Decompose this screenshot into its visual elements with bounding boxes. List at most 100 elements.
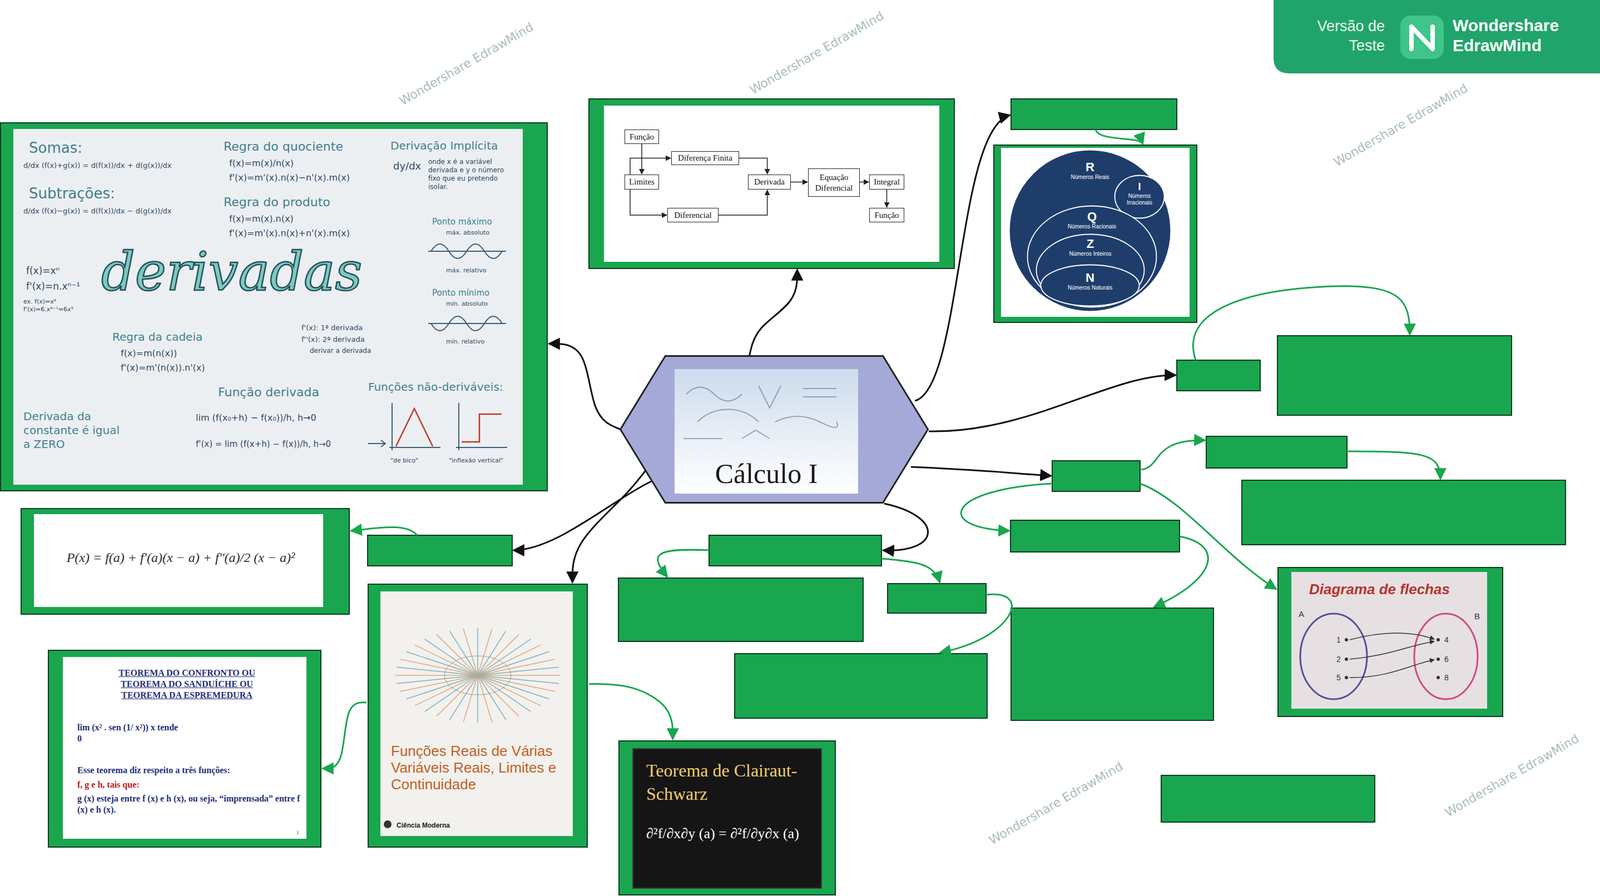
branch-line xyxy=(910,467,1052,477)
set-name: A xyxy=(1298,609,1305,621)
formula-text: f(x)=m(x).n(x) xyxy=(229,213,294,225)
topic-title: Cálculo I xyxy=(674,456,859,492)
math-scribble xyxy=(775,416,838,428)
set-name: Números Reais xyxy=(1071,174,1110,181)
image-ground xyxy=(62,657,307,840)
note-text: máx. relativo xyxy=(446,266,487,275)
branch-line xyxy=(928,375,1176,432)
set-name: B xyxy=(1474,611,1480,623)
watermark: Wondershare EdrawMind xyxy=(746,8,887,98)
branch-line xyxy=(1141,440,1206,470)
connector xyxy=(548,343,621,430)
process-box: Diferencial xyxy=(667,207,719,223)
book-title: Funções Reais de Várias Variáveis Reais,… xyxy=(390,743,564,794)
image-node: Teorema de Clairaut-Schwarz∂²f/∂x∂y (a) … xyxy=(618,740,836,896)
topic-box xyxy=(1277,335,1512,416)
process-box: Função xyxy=(869,207,905,223)
publisher-name: Ciência Moderna xyxy=(396,821,450,831)
set-ellipse: ZNúmeros InteirosNNúmeros Naturais xyxy=(1035,233,1146,307)
set-name: Números Naturais xyxy=(1067,284,1113,292)
math-scribble xyxy=(686,387,742,402)
axis-line xyxy=(428,251,507,324)
formula-text: f(x)=m(x)/n(x) xyxy=(229,157,294,170)
cover-graphic xyxy=(436,675,478,717)
connector xyxy=(588,684,673,741)
central-topic: Cálculo I xyxy=(619,355,929,504)
branch-line xyxy=(1346,451,1441,480)
set-name: Números Irracionais xyxy=(1118,192,1161,207)
set-ellipse xyxy=(1010,151,1171,311)
process-box: Integral xyxy=(869,174,905,190)
topic-box xyxy=(1052,461,1141,492)
topic-box xyxy=(1206,436,1347,469)
formula-text: P(x) = f(a) + f′(a)(x − a) + f″(a)/2 (x … xyxy=(36,549,326,567)
box-text: Diferencial xyxy=(674,210,712,221)
formula-text: f(x)=xⁿ xyxy=(26,265,60,277)
cover-graphic xyxy=(477,675,549,700)
formula-text: f'(x)=m'(x).n(x)+n'(x).m(x) xyxy=(229,228,350,240)
connector xyxy=(790,181,808,183)
branch-line xyxy=(939,594,1012,653)
trial-banner xyxy=(1273,0,1600,74)
element-dot xyxy=(1344,657,1349,662)
formula-text: lim (x² . sen (1/ x²)) x tende 0 xyxy=(77,722,181,745)
box-text: Derivada xyxy=(754,176,785,188)
cover-graphic xyxy=(400,675,478,692)
title-lettering: derivadas xyxy=(101,243,363,302)
math-scribble xyxy=(758,385,781,409)
element-dot xyxy=(1436,676,1440,680)
graph-curve xyxy=(431,316,503,331)
element-label: 4 xyxy=(1444,635,1449,646)
note-text: "de bico" xyxy=(390,457,419,465)
formula-text: f'(x)=n.xⁿ⁻¹ xyxy=(26,280,81,293)
heading-text: Ponto mínimo xyxy=(432,288,490,299)
box-text: Função xyxy=(629,131,655,143)
body-text: Esse teorema diz respeito a três funções… xyxy=(77,765,303,777)
graph-curve xyxy=(395,408,433,447)
box-text: Função xyxy=(874,210,899,221)
note-text: mín. relativo xyxy=(446,338,485,346)
heading-text: Regra do produto xyxy=(223,194,331,211)
element-label: 1 xyxy=(1336,635,1341,646)
note-text: derivar a derivada xyxy=(309,347,371,356)
connector xyxy=(630,189,667,216)
watermark: Wondershare EdrawMind xyxy=(986,759,1126,849)
topic-box xyxy=(1010,520,1180,553)
formula-text: f'(x)=m'(n(x)).n'(x) xyxy=(120,362,206,374)
trial-note: Versão de Teste xyxy=(1301,16,1385,56)
process-box: Função xyxy=(624,129,660,145)
mapping-arrow xyxy=(1349,641,1435,660)
heading-text: Função derivada xyxy=(218,384,320,401)
cover-graphic xyxy=(414,675,478,707)
note-text: onde x é a variável derivada e y o númer… xyxy=(428,157,518,192)
branch-line xyxy=(881,558,940,583)
heading-text: Derivação Implícita xyxy=(390,139,498,153)
formula-text: f'(x) = lim (f(x+h) − f(x))/h, h→0 xyxy=(195,439,331,450)
image-frame xyxy=(588,98,955,269)
topic-box xyxy=(887,583,987,614)
mapping-arrow xyxy=(1349,660,1435,678)
cover-graphic xyxy=(477,675,479,723)
topic-box xyxy=(734,654,988,719)
set-letter: N xyxy=(1085,270,1095,285)
body-text: f, g e h, tais que: xyxy=(77,779,303,791)
formula-text: d/dx (f(x)−g(x)) = d(f(x))/dx − d(g(x))/… xyxy=(23,206,172,216)
set-letter: I xyxy=(1137,181,1141,193)
image-node: Diagrama de flechasAB125468 xyxy=(1277,567,1504,718)
connector xyxy=(630,158,671,176)
topic-box xyxy=(1241,480,1566,546)
image-ground xyxy=(603,105,940,262)
element-label: 5 xyxy=(1336,673,1341,684)
set-ellipse: QNúmeros RacionaisZNúmeros InteirosNNúme… xyxy=(1026,205,1158,309)
set-letter: Q xyxy=(1087,209,1097,224)
heading-text: Funções não-deriváveis: xyxy=(368,380,504,395)
element-label: 2 xyxy=(1336,655,1341,666)
branch-line xyxy=(1095,129,1143,145)
set-ellipse: NNúmeros Naturais xyxy=(1039,264,1141,307)
arrow-line xyxy=(368,440,386,448)
cover-graphic xyxy=(477,645,541,676)
set-ellipse xyxy=(1041,265,1140,307)
branch-line xyxy=(883,503,929,551)
formula-text: d/dx (f(x)+g(x)) = d(f(x))/dx + d(g(x))/… xyxy=(23,161,172,171)
